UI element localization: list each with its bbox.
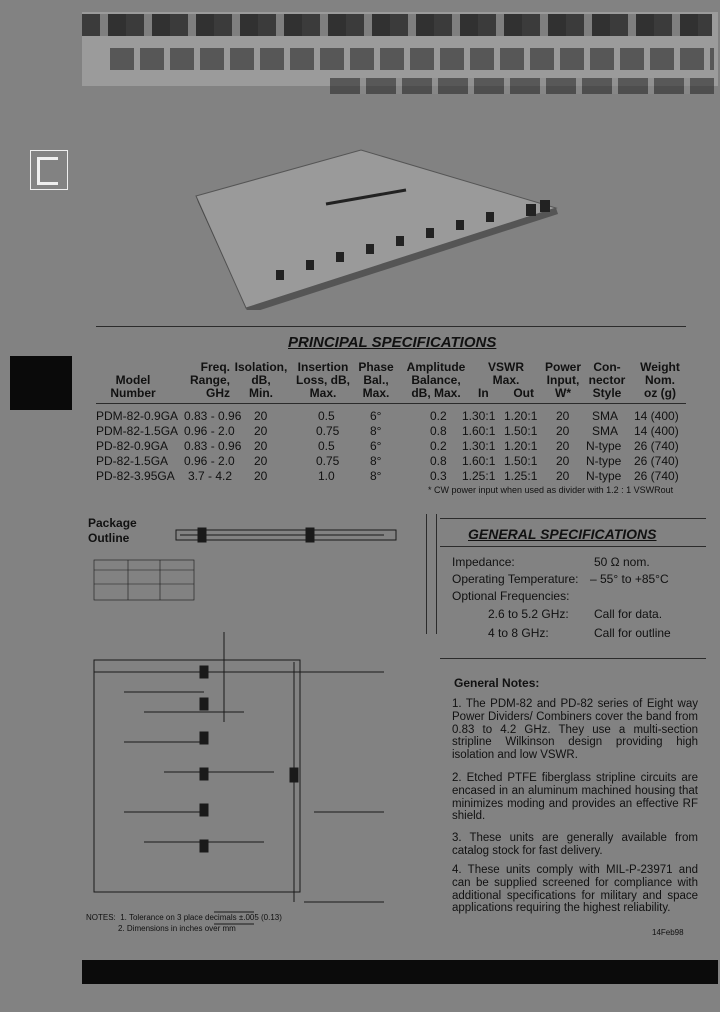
general-note: 3. These units are generally available f… [452,832,698,857]
spec-label: Operating Temperature: [452,572,579,586]
general-specs-bottom-rule [440,658,706,659]
header-freq: Freq.Range,GHz [189,360,230,400]
general-specs-top-rule [440,518,706,519]
table-header-rule [96,403,686,404]
date-code: 14Feb98 [652,928,684,937]
company-logo [30,150,68,190]
header-title-bar [82,14,712,36]
general-note: 4. These units comply with MIL-P-23971 a… [452,864,698,915]
package-notes: NOTES: 1. Tolerance on 3 place decimals … [86,913,282,933]
header-subtitle-bar [110,48,714,70]
spec-value: 50 Ω nom. [594,555,650,569]
header-tagline-bar [330,78,714,94]
spec-value: – 55° to +85°C [590,572,669,586]
section-tab [10,356,72,410]
spec-label: Optional Frequencies: [452,589,570,603]
general-note: 1. The PDM-82 and PD-82 series of Eight … [452,698,698,762]
spec-label: Impedance: [452,555,515,569]
general-note: 2. Etched PTFE fiberglass stripline circ… [452,772,698,823]
spec-label: 4 to 8 GHz: [488,626,549,640]
general-specs-title-rule [440,546,706,547]
table-footnote: * CW power input when used as divider wi… [428,485,674,495]
general-specs-title: GENERAL SPECIFICATIONS [468,526,657,542]
spec-label: 2.6 to 5.2 GHz: [488,607,569,621]
spec-value: Call for data. [594,607,663,621]
header-isolation: Isolation,dB,Min. [234,360,288,400]
principal-specs-title: PRINCIPAL SPECIFICATIONS [288,334,497,351]
spec-value: Call for outline [594,626,671,640]
specs-top-rule [96,326,686,327]
divider [426,514,427,634]
general-notes-title: General Notes: [454,676,540,690]
divider [436,514,437,634]
product-photo [195,149,558,310]
package-outline-drawing [93,527,397,925]
footer-band [82,960,718,984]
